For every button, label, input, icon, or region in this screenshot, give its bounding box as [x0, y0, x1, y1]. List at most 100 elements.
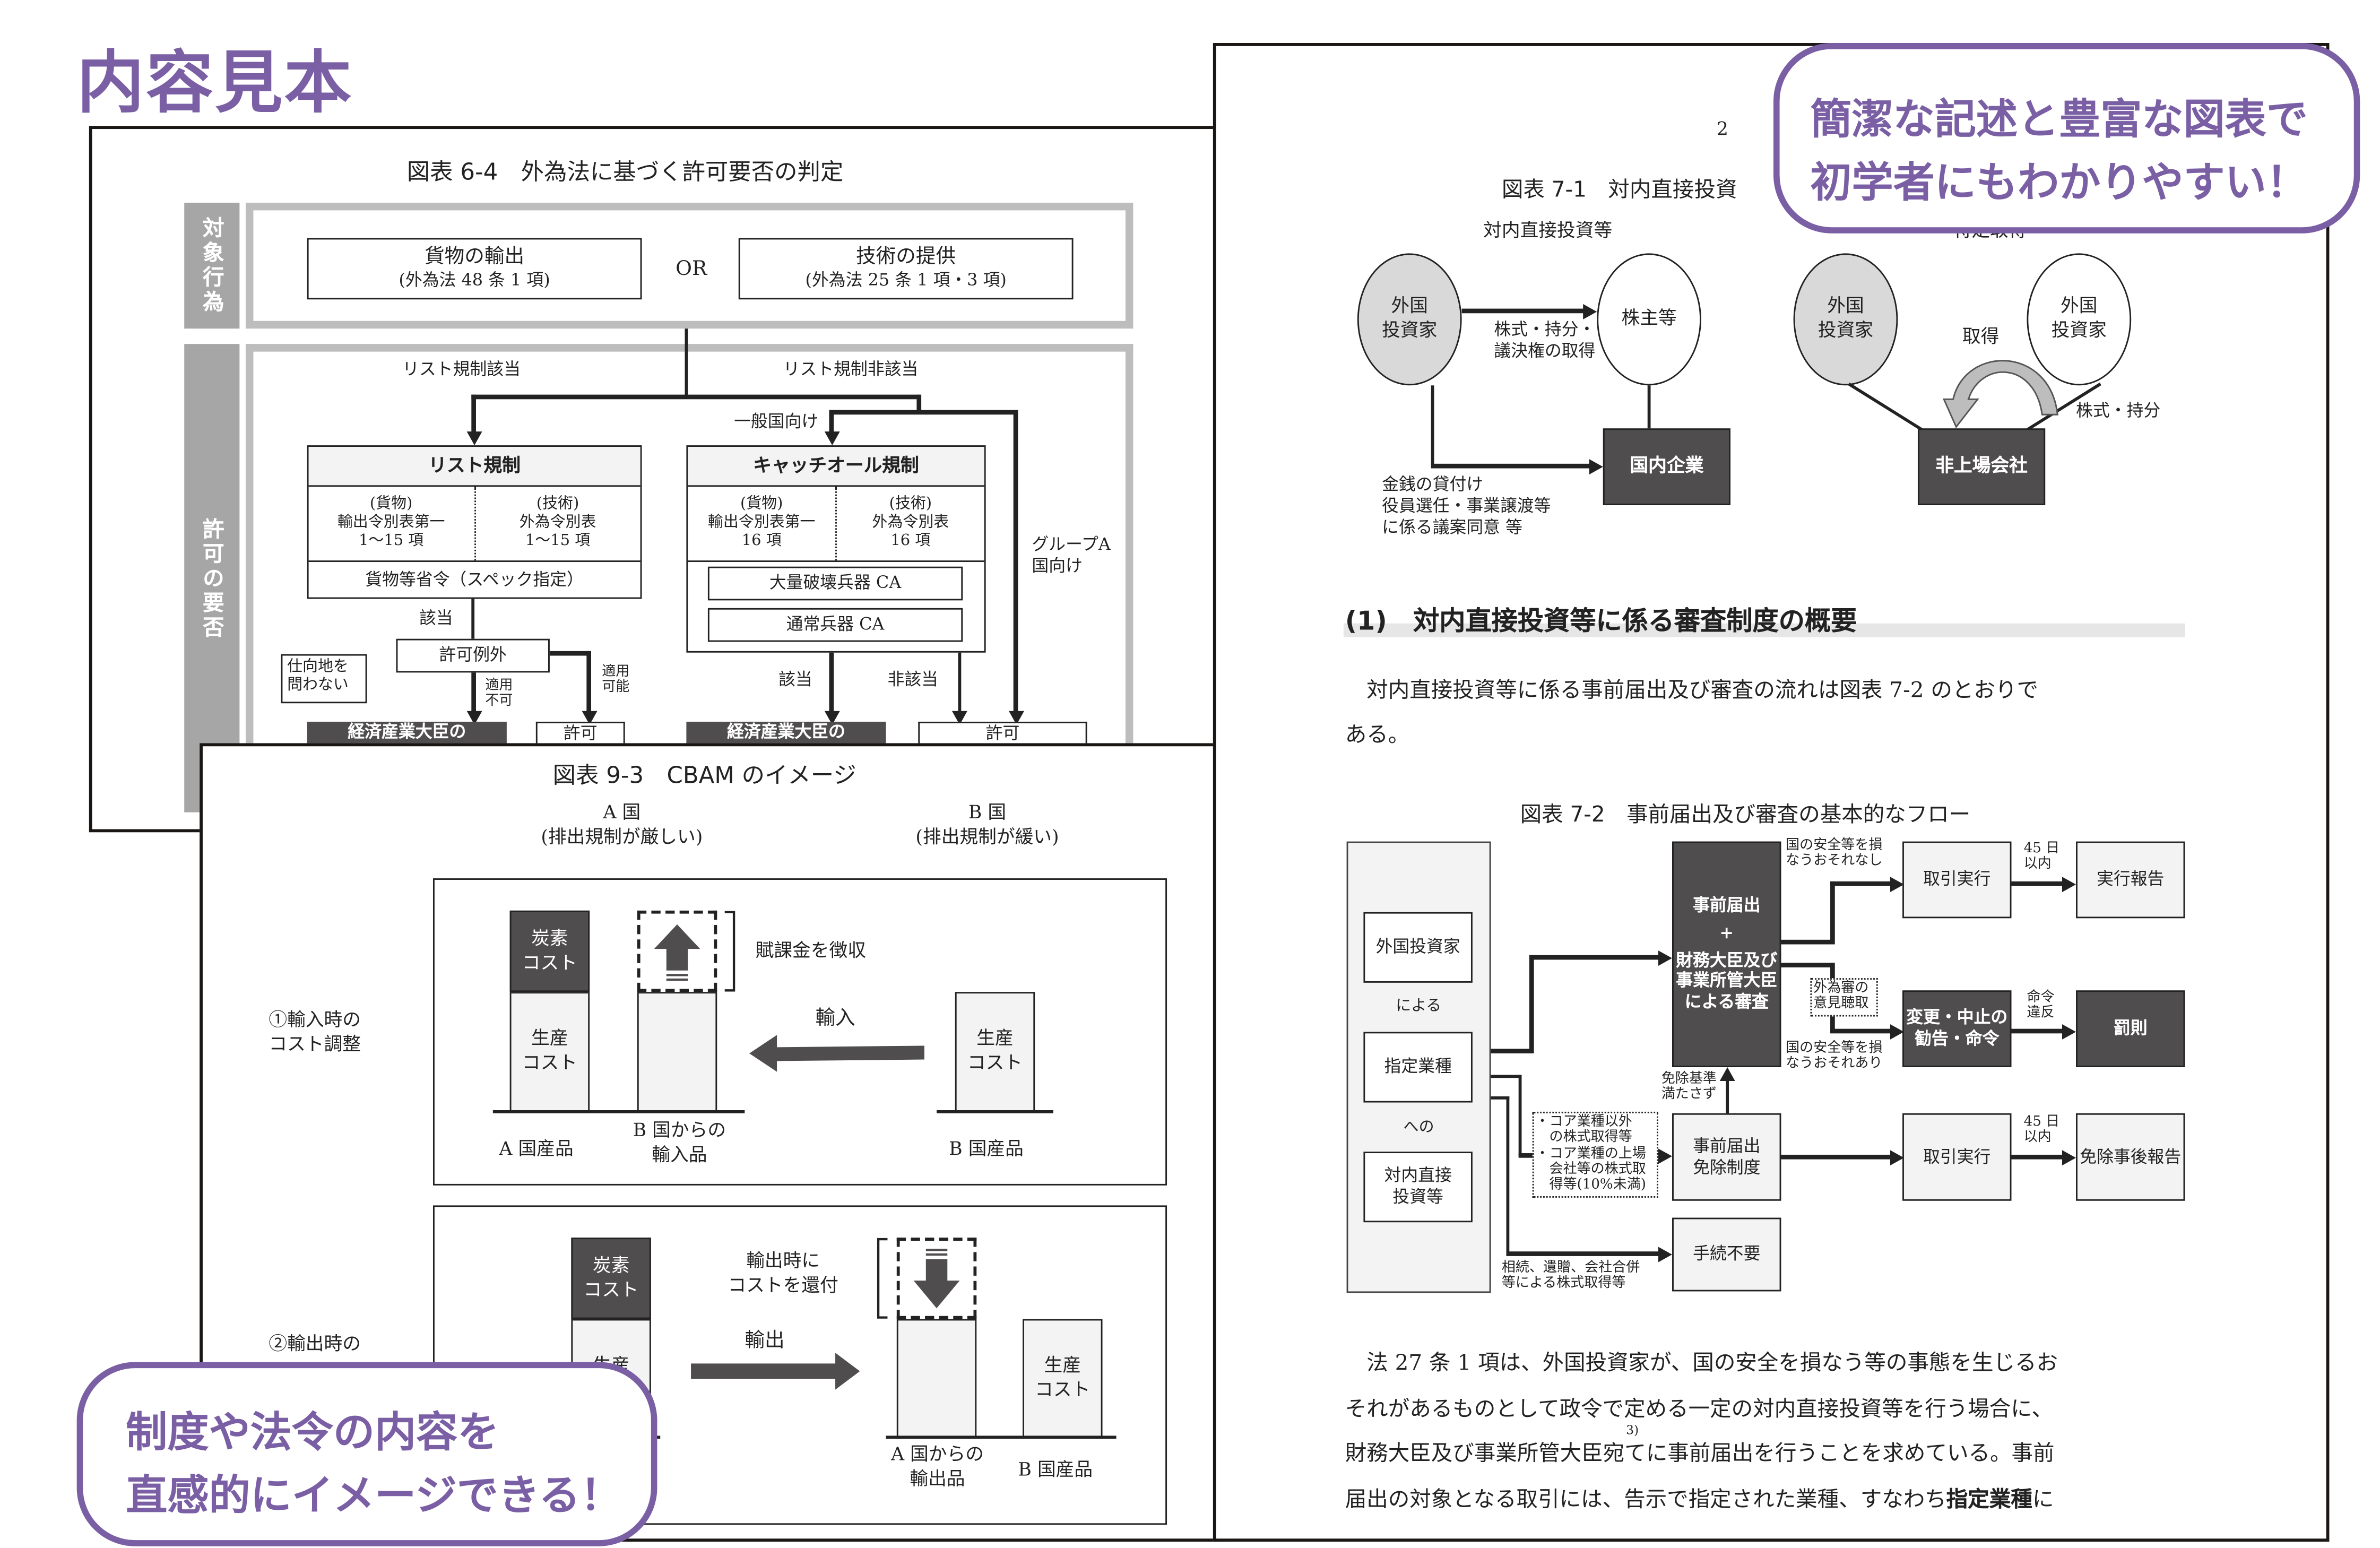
connector: [1491, 1096, 1510, 1100]
foreign-investor-node-3: 外国投資家: [2027, 253, 2132, 386]
export-carbon-cost-bar: 炭素コスト: [571, 1238, 651, 1319]
connector: [2011, 1154, 2064, 1160]
branch-list-label: リスト規制該当: [402, 359, 521, 379]
side-label-permit: 許可の要否: [184, 344, 240, 812]
footnote-ref: 3): [1626, 1423, 1639, 1438]
connector: [1781, 963, 1833, 967]
left-arrow-icon: [749, 1035, 924, 1072]
connector: [1506, 1251, 1660, 1256]
inheritance-label: 相続、遺贈、会社合併等による株式取得等: [1501, 1260, 1640, 1292]
acquire-shares-label: 株式・持分・議決権の取得: [1494, 319, 1596, 361]
permit-box-2: 許可: [918, 721, 1087, 743]
ca-applicable-label: 該当: [778, 669, 812, 690]
carbon-cost-bar: 炭素コスト: [509, 910, 590, 992]
connector: [916, 394, 922, 413]
import-cost-bar: [637, 992, 717, 1112]
conventional-ca-box: 通常兵器 CA: [707, 608, 963, 642]
bold-term: 指定業種: [1946, 1487, 2032, 1512]
no-risk-label: 国の安全等を損なうおそれなし: [1786, 838, 1883, 870]
b-production-cost-bar: 生産コスト: [955, 992, 1035, 1112]
connector: [1830, 881, 1835, 945]
arrow-head: [1890, 1149, 1904, 1165]
callout-top-right: 簡潔な記述と豊富な図表で 初学者にもわかりやすい！: [1773, 43, 2360, 234]
b-product-label: B 国産品: [949, 1138, 1024, 1160]
a-export-cost-bar: [896, 1319, 977, 1439]
a-export-label: A 国からの輸出品: [890, 1443, 984, 1489]
acquire-label: 取得: [1962, 325, 2000, 347]
list-regulation-box: リスト規制 (貨物) 輸出令別表第一 1～15 項 (技術) 外為令別表 1～1…: [307, 445, 642, 599]
callout-bottom-left: 制度や法令の内容を 直感的にイメージできる！: [76, 1362, 657, 1546]
connector: [1726, 1079, 1729, 1113]
connector: [1491, 1075, 1522, 1078]
connector: [2011, 1028, 2064, 1034]
fig-7-1-title: 図表 7-1 対内直接投資: [1501, 178, 1737, 203]
import-label: 輸入: [815, 1007, 855, 1031]
connector: [829, 652, 834, 717]
connector: [958, 652, 962, 717]
b-import-label: B 国からの輸入品: [633, 1119, 726, 1165]
connector: [1529, 955, 1534, 1053]
side-label-target: 対象行為: [184, 202, 240, 329]
arrow-head: [1658, 1246, 1673, 1262]
connector: [471, 394, 476, 438]
shareholders-node: 株主等: [1597, 253, 1701, 386]
connector: [2011, 881, 2064, 886]
baseline: [937, 1110, 1053, 1113]
connector: [471, 672, 476, 716]
up-arrow-icon: [654, 924, 700, 981]
refund-label: 輸出時にコストを還付: [728, 1250, 838, 1295]
connector: [471, 394, 920, 400]
country-a-label: A 国(排出規制が厳しい): [541, 801, 703, 847]
bracket-icon: [877, 1238, 888, 1319]
exemption-box: 事前届出免除制度: [1672, 1113, 1781, 1201]
refund-box: [896, 1238, 977, 1319]
days45-label-1: 45 日以内: [2023, 841, 2060, 873]
arrow-head: [466, 431, 482, 446]
meti-permit-box-2: 経済産業大臣の: [686, 721, 886, 743]
unlisted-company-node: 非上場会社: [1917, 428, 2046, 505]
running-head: 2: [1716, 118, 1729, 140]
connector: [1461, 308, 1585, 314]
baseline: [886, 1435, 1117, 1439]
domestic-company-node: 国内企業: [1603, 428, 1730, 505]
execute-box-2: 取引実行: [1902, 1113, 2012, 1201]
paragraph-2: 法 27 条 1 項は、外国投資家が、国の安全を損なう等の事態を生じるお それが…: [1345, 1351, 2058, 1512]
group-a-label: グループA国向け: [1032, 534, 1111, 576]
section-heading-underline: [1343, 623, 2185, 637]
review-box: 事前届出 + 財務大臣及び 事業所管大臣 による審査: [1672, 841, 1781, 1067]
permit-frame: [245, 344, 1133, 805]
connector: [1781, 1154, 1892, 1160]
risk-label: 国の安全等を損なうおそれあり: [1786, 1041, 1883, 1073]
violation-label: 命令違反: [2027, 990, 2055, 1022]
to-label: への: [1403, 1119, 1434, 1137]
foreign-investor-node-2: 外国投資家: [1793, 253, 1898, 386]
baseline: [492, 1110, 745, 1113]
connector: [1491, 1049, 1533, 1053]
acquisition-arrows: [1848, 360, 2101, 431]
country-b-label: B 国(排出規制が緩い): [915, 801, 1059, 847]
arrow-head: [1719, 1067, 1735, 1082]
foreign-investor-box: 外国投資家: [1363, 912, 1473, 983]
connector: [829, 410, 1017, 415]
connector: [1529, 955, 1660, 960]
connector: [586, 651, 591, 716]
levy-label: 賦課金を徴収: [755, 939, 866, 962]
council-note: 外為審の意見聴取: [1810, 978, 1878, 1016]
wmd-ca-box: 大量破壊兵器 CA: [707, 566, 963, 601]
connector: [1431, 385, 1434, 465]
arrow-head: [1658, 1147, 1673, 1163]
not-meet-label: 免除基準満たさず: [1661, 1071, 1717, 1103]
meti-permit-box-1: 経済産業大臣の: [307, 721, 507, 743]
arrow-head: [1890, 876, 1904, 892]
arrow-head: [1658, 949, 1673, 965]
fdi-box: 対内直接投資等: [1363, 1152, 1473, 1223]
arrow-head: [1890, 1023, 1904, 1039]
b-product-label-2: B 国産品: [1018, 1458, 1093, 1481]
levy-box: [637, 910, 717, 992]
down-arrow-icon: [913, 1249, 960, 1309]
exception-box: 許可例外: [396, 638, 550, 673]
paragraph-1: 対内直接投資等に係る事前届出及び審査の流れは図表 7-2 のとおりで ある。: [1345, 678, 2038, 748]
tech-provision-box: 技術の提供 (外為法 25 条 1 項・3 項): [738, 238, 1074, 300]
no-procedure-box: 手続不要: [1672, 1217, 1781, 1292]
general-label: 一般国向け: [734, 411, 819, 432]
